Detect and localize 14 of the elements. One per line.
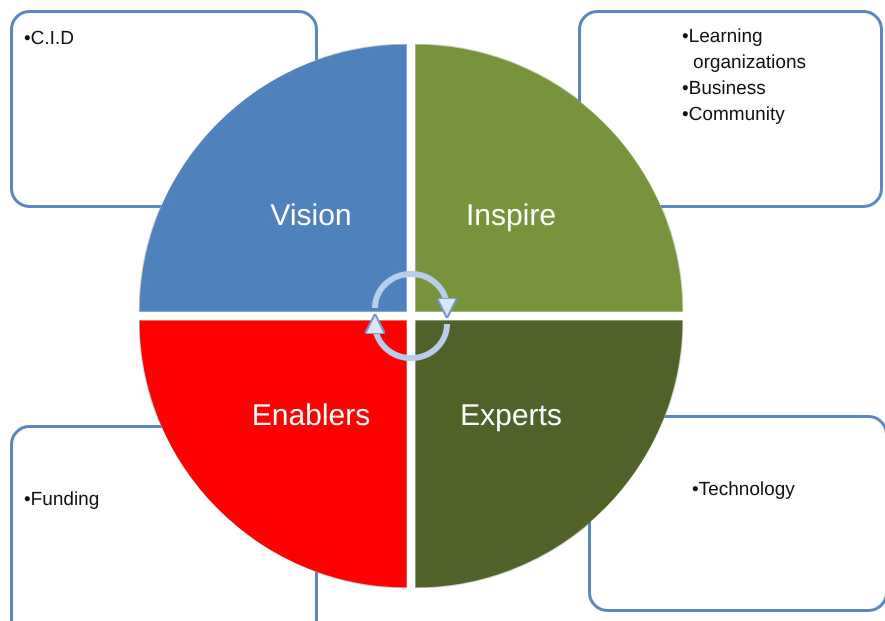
segment-label: Vision bbox=[270, 199, 352, 233]
text-box bbox=[588, 415, 885, 612]
bullet-item: •Funding bbox=[24, 488, 100, 512]
bullet-item: •Business bbox=[682, 77, 767, 101]
text-box bbox=[578, 10, 883, 208]
bullet-item: •Learning organizations bbox=[682, 25, 808, 75]
curved-arrow bbox=[372, 271, 458, 320]
bullet-item: •C.I.D bbox=[24, 27, 75, 51]
segment-label: Enablers bbox=[252, 399, 370, 433]
segment-label: Inspire bbox=[466, 199, 556, 233]
bullet-item: •Technology bbox=[692, 478, 796, 502]
bullet-item: •Community bbox=[682, 103, 786, 127]
curved-arrow bbox=[364, 312, 450, 361]
segment-label: Experts bbox=[460, 399, 562, 433]
